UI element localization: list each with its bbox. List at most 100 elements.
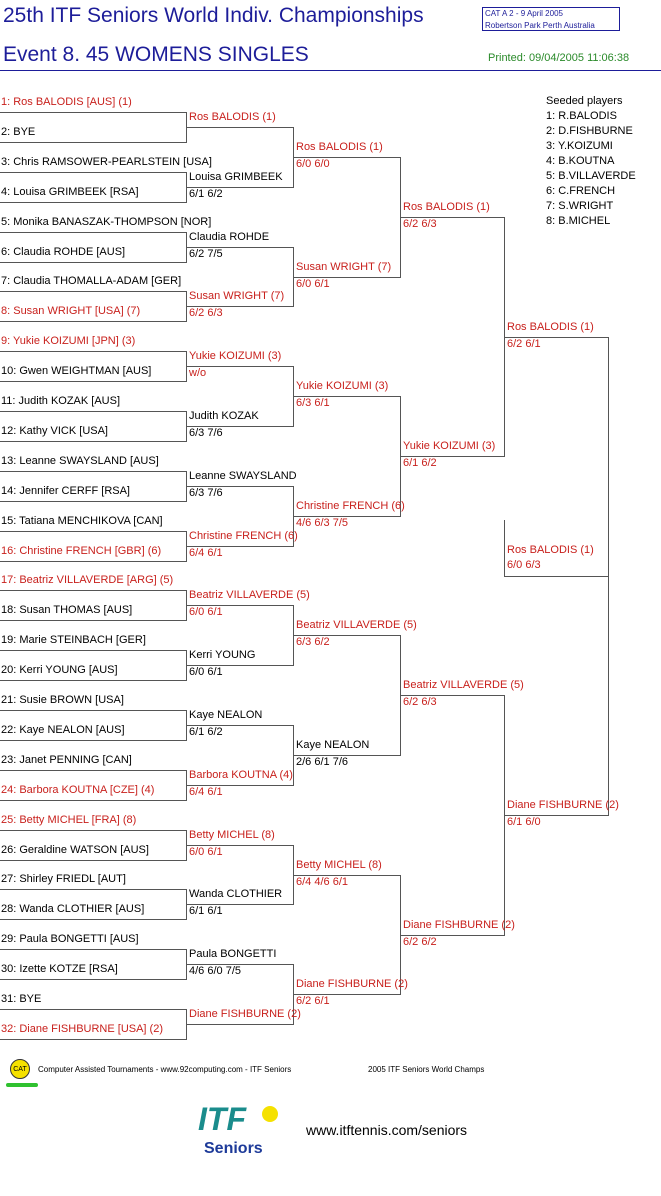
round1-player: 30: Izette KOTZE [RSA] <box>1 963 118 975</box>
round3-score: 2/6 6/1 7/6 <box>296 756 348 768</box>
round1-player: 23: Janet PENNING [CAN] <box>1 754 132 766</box>
bracket-line <box>186 546 294 547</box>
round1-player: 26: Geraldine WATSON [AUS] <box>1 844 149 856</box>
bracket-line <box>293 994 401 995</box>
round1-player: 19: Marie STEINBACH [GER] <box>1 634 146 646</box>
round1-player: 7: Claudia THOMALLA-ADAM [GER] <box>1 275 182 287</box>
category-dates: CAT A 2 - 9 April 2005 <box>485 9 563 18</box>
round1-player: 4: Louisa GRIMBEEK [RSA] <box>1 186 139 198</box>
round2-player: Wanda CLOTHIER <box>189 888 283 900</box>
bracket-line <box>0 740 187 741</box>
round1-player: 20: Kerri YOUNG [AUS] <box>1 664 118 676</box>
bracket-line <box>0 710 187 711</box>
round3-score: 6/3 6/2 <box>296 636 330 648</box>
bracket-line <box>0 441 187 442</box>
tennis-ball-icon <box>262 1106 278 1122</box>
round1-player: 31: BYE <box>1 993 42 1005</box>
bracket-line <box>400 456 505 457</box>
round4-score: 6/2 6/2 <box>403 936 437 948</box>
bracket-line <box>186 127 294 128</box>
bracket-line <box>0 949 187 950</box>
bracket-line <box>0 531 187 532</box>
bracket-line <box>0 381 187 382</box>
bracket-line <box>293 277 401 278</box>
bracket-line <box>0 202 187 203</box>
round4-player: Diane FISHBURNE (2) <box>403 919 515 931</box>
bracket-line <box>0 620 187 621</box>
round3-player: Susan WRIGHT (7) <box>296 261 392 273</box>
bracket-line <box>0 860 187 861</box>
bracket-line <box>504 520 505 577</box>
bracket-line <box>186 964 294 965</box>
website-url[interactable]: www.itftennis.com/seniors <box>306 1122 468 1138</box>
round1-player: 13: Leanne SWAYSLAND [AUS] <box>1 455 159 467</box>
bracket-line <box>293 396 401 397</box>
seeded-player-item: 2: D.FISHBURNE <box>546 125 633 137</box>
bracket-line <box>186 187 294 188</box>
bracket-line <box>293 875 401 876</box>
bracket-line <box>504 337 609 338</box>
round1-player: 2: BYE <box>1 126 36 138</box>
round2-player: Christine FRENCH (6) <box>189 530 298 542</box>
round2-player: Susan WRIGHT (7) <box>189 290 285 302</box>
round5-player: Ros BALODIS (1) <box>507 321 594 333</box>
round3-player: Kaye NEALON <box>296 739 370 751</box>
round2-player: Ros BALODIS (1) <box>189 111 276 123</box>
round2-score: 6/1 6/2 <box>189 188 223 200</box>
round1-player: 28: Wanda CLOTHIER [AUS] <box>1 903 145 915</box>
round2-score: 6/0 6/1 <box>189 846 223 858</box>
round3-score: 4/6 6/3 7/5 <box>296 517 348 529</box>
round2-player: Leanne SWAYSLAND <box>189 470 297 482</box>
round1-player: 21: Susie BROWN [USA] <box>1 694 124 706</box>
bracket-line <box>186 426 294 427</box>
round5-score: 6/1 6/0 <box>507 816 541 828</box>
round1-player: 12: Kathy VICK [USA] <box>1 425 108 437</box>
round2-player: Judith KOZAK <box>189 410 259 422</box>
round3-score: 6/4 4/6 6/1 <box>296 876 348 888</box>
round2-score: 6/2 7/5 <box>189 248 223 260</box>
category-venue: Robertson Park Perth Australia <box>485 21 595 30</box>
bracket-line <box>0 321 187 322</box>
round2-player: Diane FISHBURNE (2) <box>189 1008 301 1020</box>
round2-player: Barbora KOUTNA (4) <box>189 769 293 781</box>
round2-score: 6/3 7/6 <box>189 427 223 439</box>
bracket-line <box>0 262 187 263</box>
round1-player: 10: Gwen WEIGHTMAN [AUS] <box>1 365 152 377</box>
bracket-line <box>186 366 294 367</box>
bracket-line <box>0 590 187 591</box>
bracket-line <box>186 1024 294 1025</box>
round3-player: Yukie KOIZUMI (3) <box>296 380 389 392</box>
bracket-line <box>0 351 187 352</box>
round2-score: 6/0 6/1 <box>189 666 223 678</box>
round2-player: Claudia ROHDE <box>189 231 270 243</box>
itf-logo-text: ITF <box>198 1101 247 1137</box>
cat-logo-icon: CAT <box>10 1059 30 1079</box>
bracket-line <box>0 172 187 173</box>
bracket-line <box>0 919 187 920</box>
round2-player: Beatriz VILLAVERDE (5) <box>189 589 310 601</box>
bracket-line <box>186 486 294 487</box>
round1-player: 27: Shirley FRIEDL [AUT] <box>1 873 126 885</box>
bracket-line <box>0 889 187 890</box>
bracket-line <box>0 1009 187 1010</box>
bracket-line <box>0 142 187 143</box>
seeded-players-heading: Seeded players <box>546 95 623 107</box>
bracket-line <box>0 979 187 980</box>
round2-score: w/o <box>189 367 207 379</box>
seeded-player-item: 6: C.FRENCH <box>546 185 616 197</box>
header-divider <box>0 70 661 71</box>
round3-player: Beatriz VILLAVERDE (5) <box>296 619 417 631</box>
round1-player: 8: Susan WRIGHT [USA] (7) <box>1 305 141 317</box>
bracket-line <box>0 411 187 412</box>
bracket-line <box>186 665 294 666</box>
bracket-line <box>186 725 294 726</box>
round1-player: 6: Claudia ROHDE [AUS] <box>1 246 126 258</box>
bracket-line <box>400 695 505 696</box>
round4-score: 6/2 6/3 <box>403 696 437 708</box>
round3-score: 6/3 6/1 <box>296 397 330 409</box>
round1-player: 17: Beatriz VILLAVERDE [ARG] (5) <box>1 574 174 586</box>
round2-player: Kerri YOUNG <box>189 649 256 661</box>
round2-score: 6/4 6/1 <box>189 786 223 798</box>
bracket-line <box>0 830 187 831</box>
round3-player: Christine FRENCH (6) <box>296 500 405 512</box>
